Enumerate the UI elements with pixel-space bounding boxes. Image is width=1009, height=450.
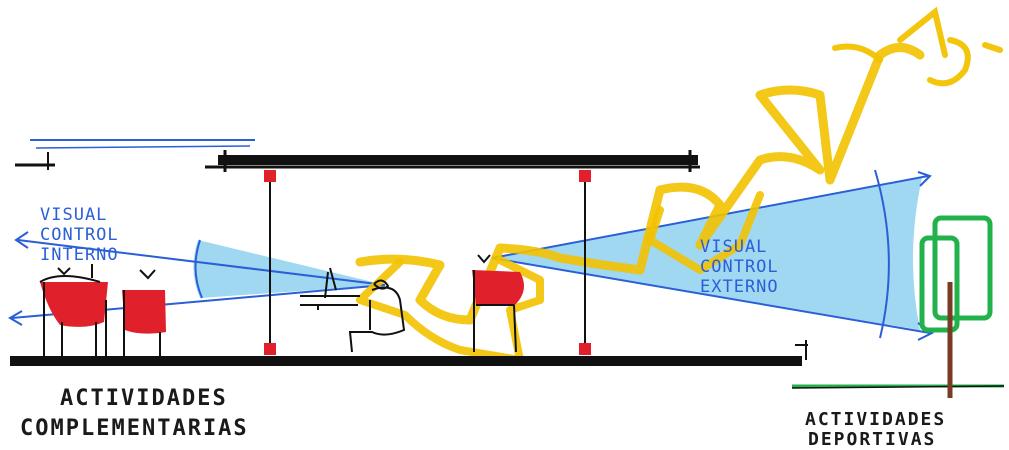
left-activities-label-line1: ACTIVIDADES (60, 386, 228, 411)
internal-vision-label: VISUAL CONTROL INTERNO (40, 205, 119, 265)
external-vision-label-line3: EXTERNO (700, 277, 779, 297)
external-vision-label-line2: CONTROL (700, 257, 779, 277)
right-activities-label-line2: DEPORTIVAS (808, 429, 936, 450)
left-activities-label-line2: COMPLEMENTARIAS (20, 416, 249, 441)
ground-line-right (792, 386, 1004, 388)
right-activities-label-line1: ACTIVIDADES (805, 409, 946, 430)
external-vision-label-line1: VISUAL (700, 237, 767, 257)
roof-slab (205, 150, 700, 172)
internal-vision-label-line3: INTERNO (40, 245, 119, 265)
people-group-left (40, 264, 166, 362)
floor-slab (10, 340, 808, 366)
internal-vision-label-line1: VISUAL (40, 205, 107, 225)
internal-vision-label-line2: CONTROL (40, 225, 119, 245)
tree (922, 218, 990, 398)
external-vision-label: VISUAL CONTROL EXTERNO (700, 237, 779, 297)
